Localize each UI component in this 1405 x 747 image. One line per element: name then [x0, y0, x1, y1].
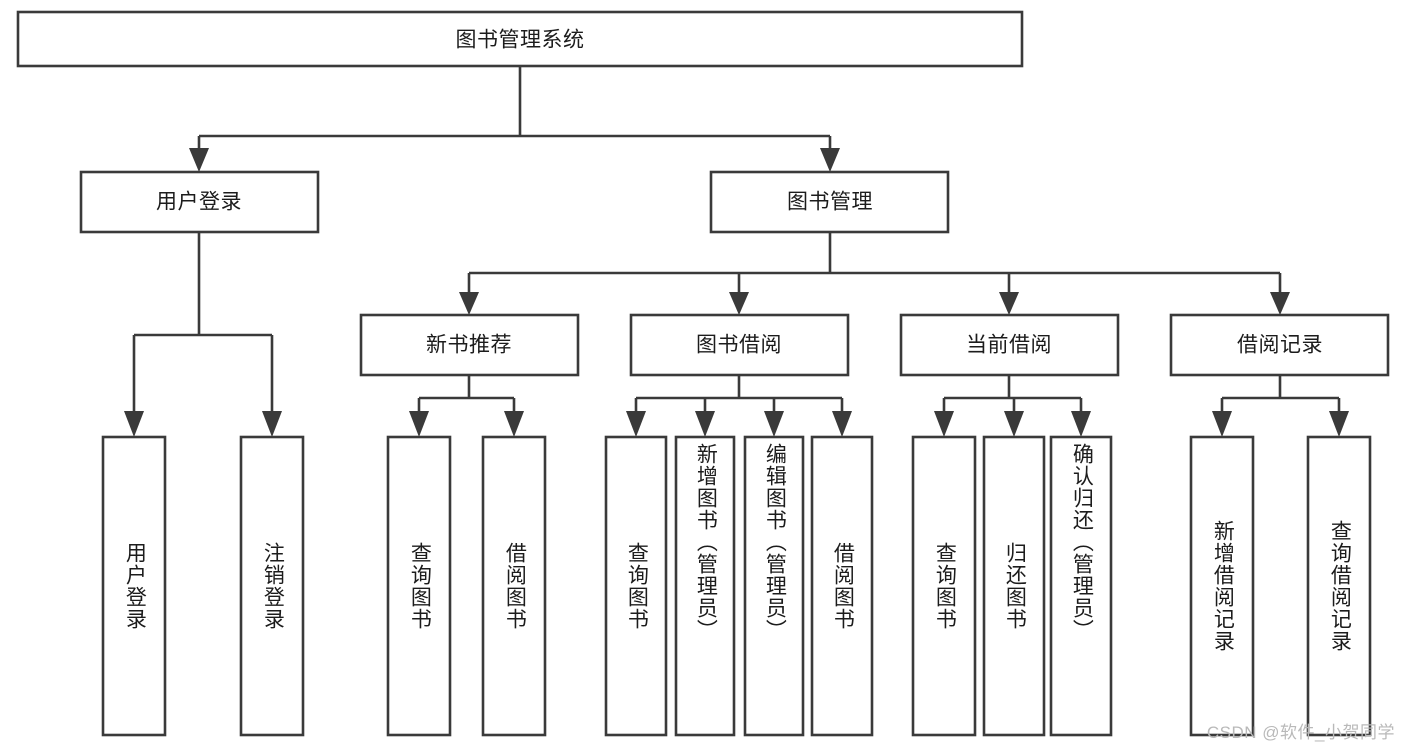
node-leaf-borrow-book-2-rect[interactable]	[810, 435, 874, 737]
arrow-nbr-l1	[409, 411, 429, 437]
node-root-rect[interactable]	[16, 10, 1024, 68]
node-book-manage[interactable]: 图书管理	[709, 170, 950, 234]
connector-group-borrow-record	[1212, 375, 1349, 437]
arrow-user-login-l1	[124, 411, 144, 437]
connector-group-user-login	[124, 232, 282, 437]
node-leaf-add-book[interactable]	[674, 435, 736, 737]
arrow-br-l2	[1329, 411, 1349, 437]
node-borrow-record-rect[interactable]	[1169, 313, 1390, 377]
node-leaf-confirm-return-rect[interactable]	[1049, 435, 1113, 737]
node-current-borrow-rect[interactable]	[899, 313, 1120, 377]
node-leaf-logout-rect[interactable]	[239, 435, 305, 737]
node-leaf-query-book-3-rect[interactable]	[911, 435, 977, 737]
arrow-bm-to-current-borrow	[999, 292, 1019, 315]
node-leaf-query-record[interactable]	[1306, 435, 1372, 737]
node-book-borrow-rect[interactable]	[629, 313, 850, 377]
node-leaf-query-book-3[interactable]	[911, 435, 977, 737]
connector-group-book-manage	[459, 232, 1290, 315]
node-leaf-query-record-rect[interactable]	[1306, 435, 1372, 737]
node-borrow-record-label: 借阅记录	[1237, 334, 1323, 357]
node-root-label: 图书管理系统	[456, 29, 585, 52]
node-leaf-return-book-rect[interactable]	[982, 435, 1046, 737]
arrow-bb-l1	[626, 411, 646, 437]
connector-group-current-borrow	[934, 375, 1091, 437]
node-new-book-rec-rect[interactable]	[359, 313, 580, 377]
node-book-borrow[interactable]: 图书借阅	[629, 313, 850, 377]
node-root[interactable]: 图书管理系统	[16, 10, 1024, 68]
arrow-bm-to-book-borrow	[729, 292, 749, 315]
csdn-watermark: CSDN @软件_小贺同学	[1206, 723, 1395, 742]
node-leaf-add-book-rect[interactable]	[674, 435, 736, 737]
node-new-book-rec-label: 新书推荐	[426, 334, 512, 357]
arrow-bb-l4	[832, 411, 852, 437]
node-leaf-borrow-book-1[interactable]	[481, 435, 547, 737]
node-leaf-confirm-return[interactable]	[1049, 435, 1113, 737]
node-leaf-return-book[interactable]	[982, 435, 1046, 737]
node-leaf-add-record-rect[interactable]	[1189, 435, 1255, 737]
node-leaf-edit-book-rect[interactable]	[743, 435, 805, 737]
arrow-bm-to-new-book-rec	[459, 292, 479, 315]
arrow-root-to-user-login	[189, 148, 209, 172]
arrow-bb-l3	[764, 411, 784, 437]
arrow-cb-l3	[1071, 411, 1091, 437]
node-book-manage-rect[interactable]	[709, 170, 950, 234]
node-leaf-query-book-2[interactable]	[604, 435, 668, 737]
arrow-bb-l2	[695, 411, 715, 437]
node-user-login-rect[interactable]	[79, 170, 320, 234]
node-leaf-add-record[interactable]	[1189, 435, 1255, 737]
arrow-cb-l1	[934, 411, 954, 437]
node-leaf-query-book-2-rect[interactable]	[604, 435, 668, 737]
connector-group-book-borrow	[626, 375, 852, 437]
connector-group-root	[189, 66, 840, 172]
node-borrow-record[interactable]: 借阅记录	[1169, 313, 1390, 377]
node-leaf-query-book-1[interactable]	[386, 435, 452, 737]
node-leaf-query-book-1-rect[interactable]	[386, 435, 452, 737]
node-leaf-user-login-rect[interactable]	[101, 435, 167, 737]
arrow-bm-to-borrow-record	[1270, 292, 1290, 315]
node-leaf-borrow-book-2[interactable]	[810, 435, 874, 737]
arrow-nbr-l2	[504, 411, 524, 437]
arrow-root-to-book-manage	[820, 148, 840, 172]
node-book-borrow-label: 图书借阅	[696, 334, 782, 357]
node-new-book-rec[interactable]: 新书推荐	[359, 313, 580, 377]
node-leaf-borrow-book-1-rect[interactable]	[481, 435, 547, 737]
node-leaf-logout[interactable]	[239, 435, 305, 737]
arrow-user-login-l2	[262, 411, 282, 437]
node-user-login[interactable]: 用户登录	[79, 170, 320, 234]
arrow-cb-l2	[1004, 411, 1024, 437]
connector-group-new-book-rec	[409, 375, 524, 437]
node-leaf-edit-book[interactable]	[743, 435, 805, 737]
node-user-login-label: 用户登录	[156, 191, 242, 214]
node-current-borrow-label: 当前借阅	[966, 334, 1052, 357]
node-book-manage-label: 图书管理	[787, 191, 873, 214]
arrow-br-l1	[1212, 411, 1232, 437]
node-current-borrow[interactable]: 当前借阅	[899, 313, 1120, 377]
node-leaf-user-login[interactable]	[101, 435, 167, 737]
